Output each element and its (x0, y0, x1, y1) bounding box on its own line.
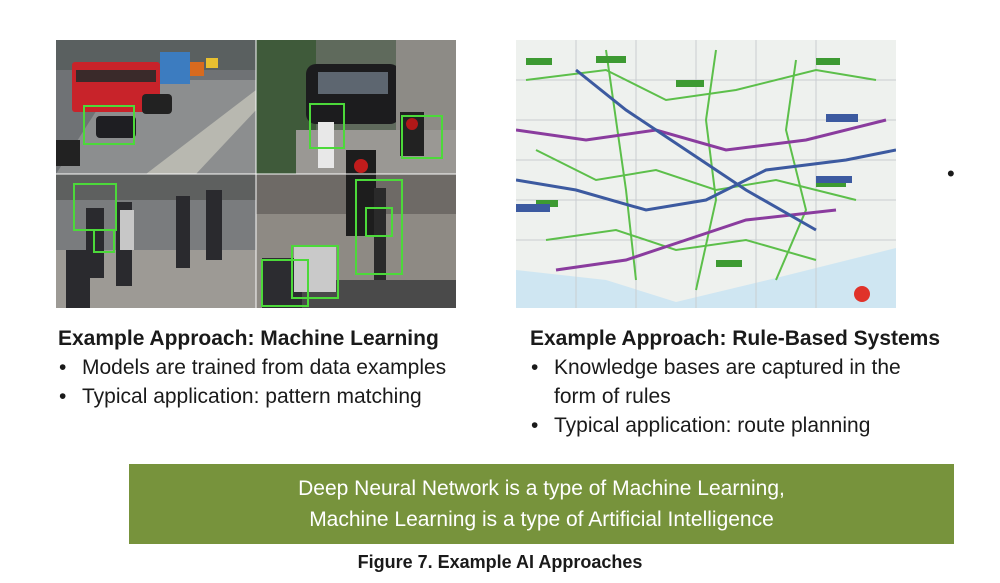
rules-heading: Example Approach: Rule-Based Systems (530, 327, 941, 350)
bullet-glyph: • (531, 356, 539, 379)
street-detection-photo (56, 40, 456, 308)
bullet-glyph: • (531, 414, 539, 437)
transit-route-map (516, 40, 896, 308)
rules-bullet-list: • Knowledge bases are captured in the fo… (528, 353, 948, 440)
machine-learning-image (56, 40, 456, 308)
rules-bullet-text: Knowledge bases are captured in the form… (554, 356, 901, 408)
route-map-image (516, 40, 896, 308)
banner-line-1: Deep Neural Network is a type of Machine… (298, 477, 785, 500)
ml-bullet-text: Models are trained from data examples (82, 356, 447, 379)
bullet-glyph: • (59, 356, 67, 379)
banner-line-2: Machine Learning is a type of Artificial… (309, 508, 774, 531)
rules-bullet-text: Typical application: route planning (554, 414, 871, 437)
figure-caption: Figure 7. Example AI Approaches (357, 552, 643, 572)
summary-banner: Deep Neural Network is a type of Machine… (129, 464, 954, 544)
ml-heading: Example Approach: Machine Learning (58, 327, 439, 350)
list-item: • Models are trained from data examples (56, 353, 496, 382)
list-item: • Knowledge bases are captured in the fo… (528, 353, 948, 411)
ml-bullet-text: Typical application: pattern matching (82, 385, 422, 408)
stray-bullet: • (947, 161, 955, 186)
list-item: • Typical application: route planning (528, 411, 948, 440)
list-item: • Typical application: pattern matching (56, 382, 496, 411)
bullet-glyph: • (59, 385, 67, 408)
ml-bullet-list: • Models are trained from data examples … (56, 353, 496, 411)
